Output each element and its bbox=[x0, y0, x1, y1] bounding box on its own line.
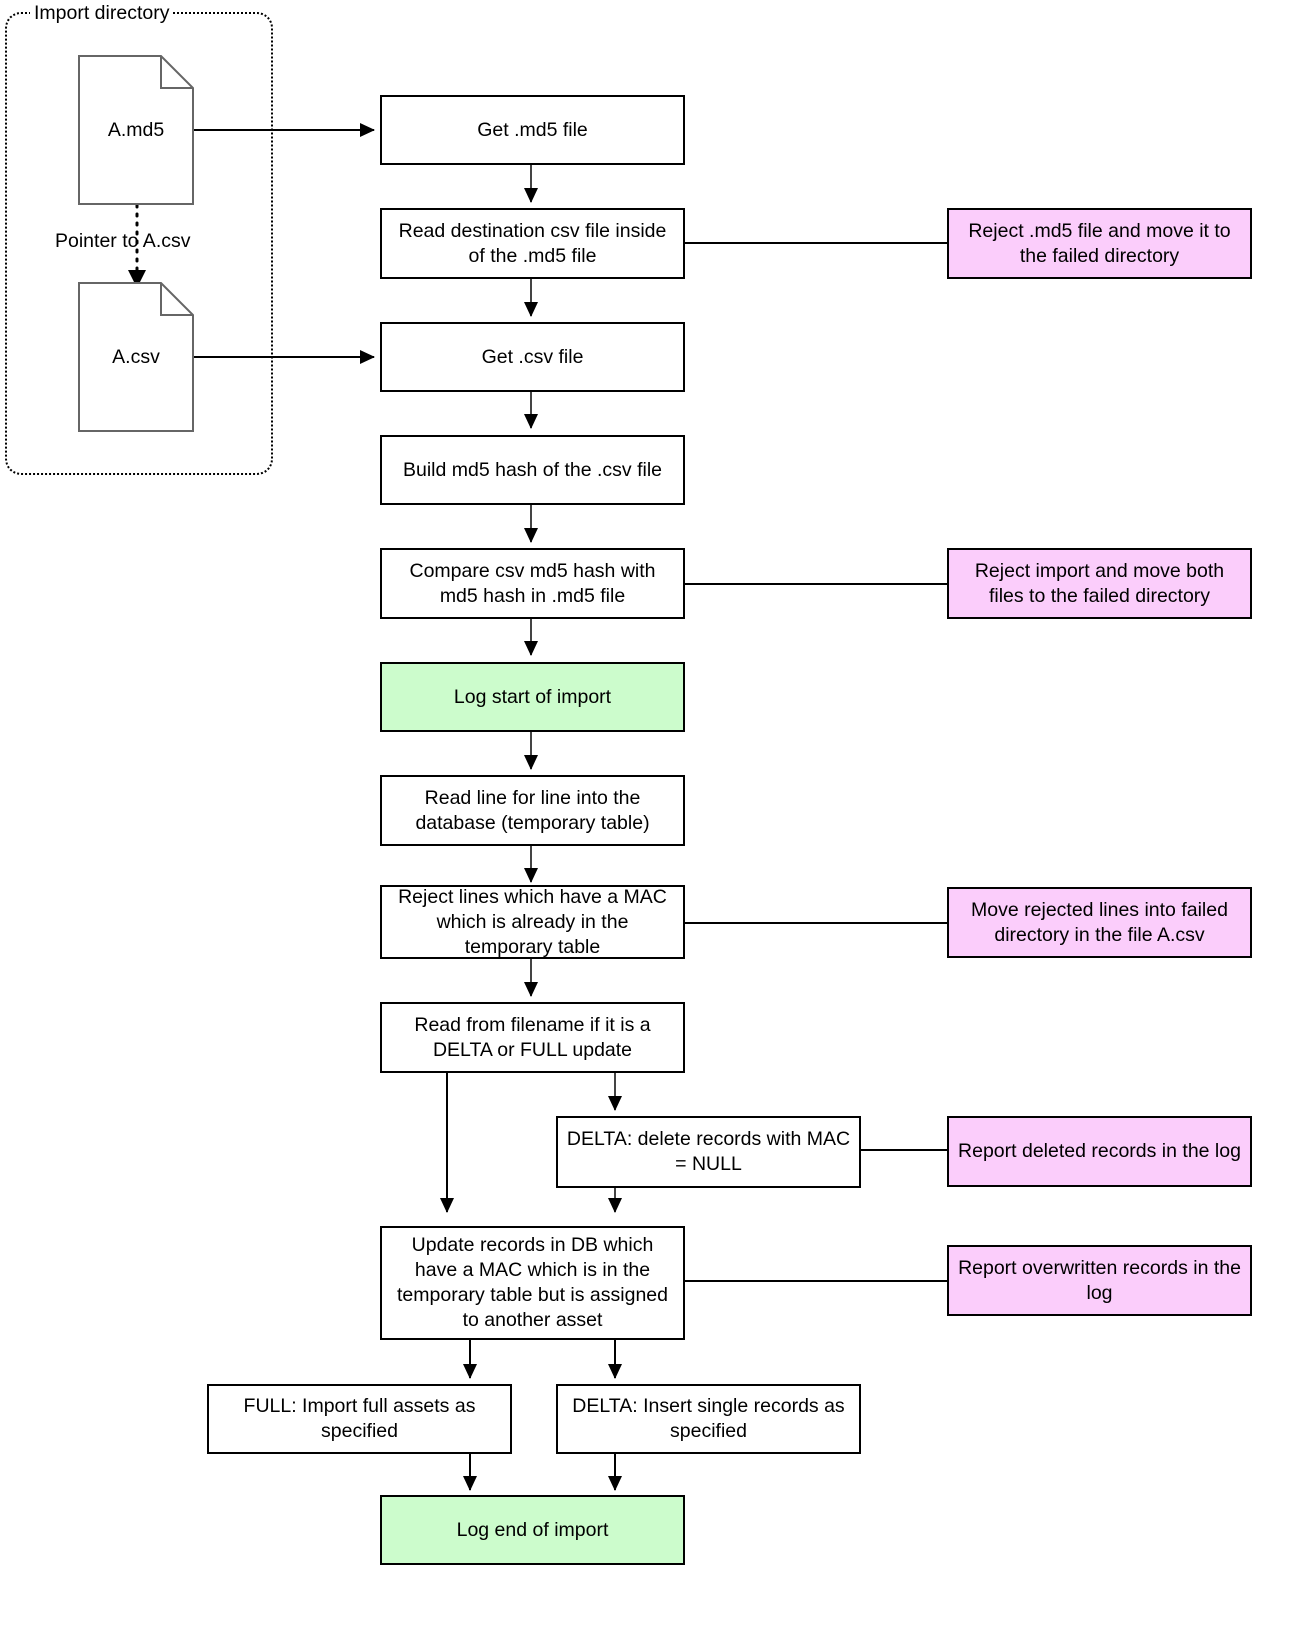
node-delta-insert[interactable]: DELTA: Insert single records as specifie… bbox=[556, 1384, 861, 1454]
file-label-a-csv: A.csv bbox=[112, 345, 160, 368]
node-report-deleted[interactable]: Report deleted records in the log bbox=[947, 1116, 1252, 1187]
file-node-a-csv: A.csv bbox=[78, 282, 194, 432]
file-node-a-md5: A.md5 bbox=[78, 55, 194, 205]
node-get-md5[interactable]: Get .md5 file bbox=[380, 95, 685, 165]
node-compare-hash[interactable]: Compare csv md5 hash with md5 hash in .m… bbox=[380, 548, 685, 619]
pointer-label: Pointer to A.csv bbox=[55, 230, 191, 252]
document-icon bbox=[78, 55, 194, 205]
node-reject-import[interactable]: Reject import and move both files to the… bbox=[947, 548, 1252, 619]
node-update-records[interactable]: Update records in DB which have a MAC wh… bbox=[380, 1226, 685, 1340]
node-read-filename[interactable]: Read from filename if it is a DELTA or F… bbox=[380, 1002, 685, 1073]
node-delta-delete[interactable]: DELTA: delete records with MAC = NULL bbox=[556, 1116, 861, 1188]
node-reject-md5[interactable]: Reject .md5 file and move it to the fail… bbox=[947, 208, 1252, 279]
node-build-hash[interactable]: Build md5 hash of the .csv file bbox=[380, 435, 685, 505]
document-icon bbox=[78, 282, 194, 432]
import-directory-label: Import directory bbox=[30, 2, 174, 25]
node-reject-lines[interactable]: Reject lines which have a MAC which is a… bbox=[380, 885, 685, 959]
node-log-start[interactable]: Log start of import bbox=[380, 662, 685, 732]
node-move-rejected-lines[interactable]: Move rejected lines into failed director… bbox=[947, 887, 1252, 958]
node-report-overwritten[interactable]: Report overwritten records in the log bbox=[947, 1245, 1252, 1316]
file-label-a-md5: A.md5 bbox=[107, 118, 165, 141]
node-log-end[interactable]: Log end of import bbox=[380, 1495, 685, 1565]
node-get-csv[interactable]: Get .csv file bbox=[380, 322, 685, 392]
node-read-lines[interactable]: Read line for line into the database (te… bbox=[380, 775, 685, 846]
node-full-import[interactable]: FULL: Import full assets as specified bbox=[207, 1384, 512, 1454]
node-read-destination[interactable]: Read destination csv file inside of the … bbox=[380, 208, 685, 279]
